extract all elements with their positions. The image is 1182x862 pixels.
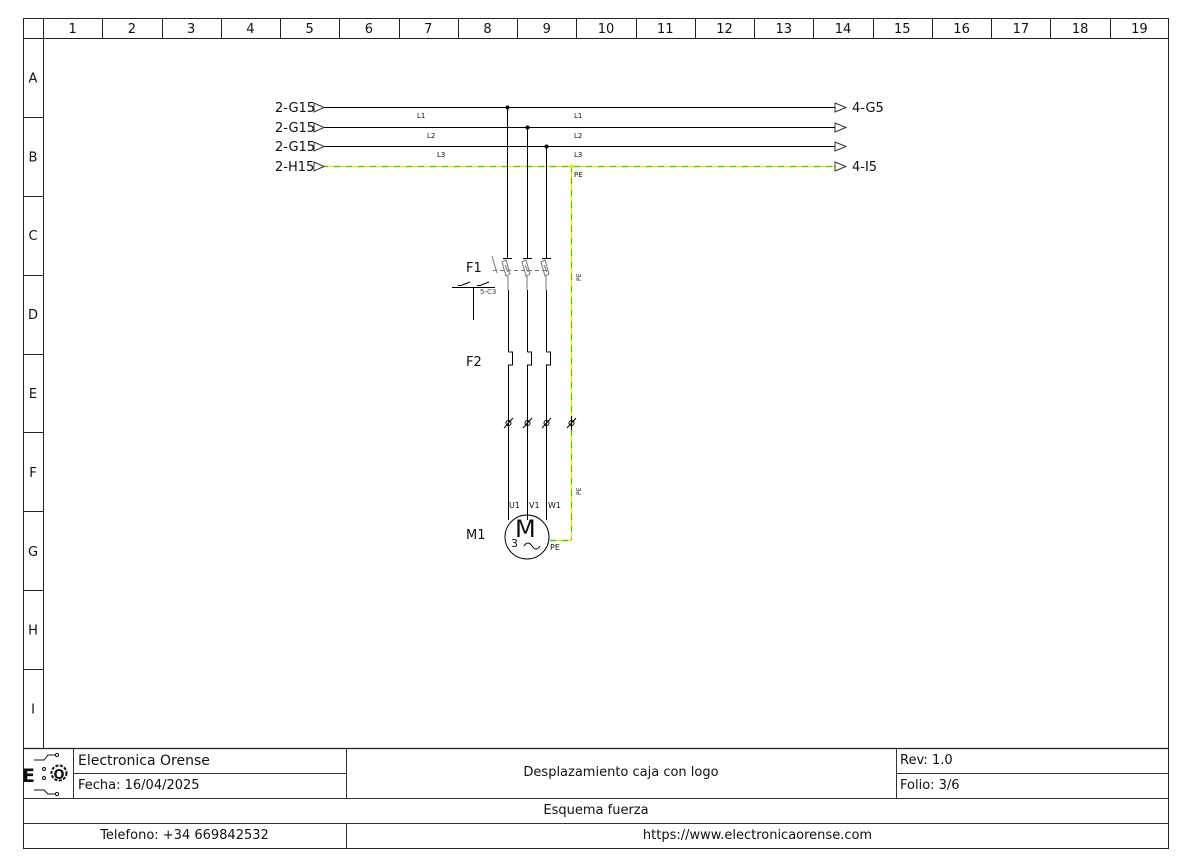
phase-drops [503, 107, 551, 259]
column-label-9: 9 [543, 22, 551, 37]
column-label-5: 5 [306, 22, 314, 37]
svg-text:E: E [22, 765, 35, 787]
column-label-18: 18 [1072, 22, 1089, 37]
row-label-F: F [29, 466, 36, 481]
f1-crossref[interactable]: 5-C3 [480, 288, 497, 296]
incoming-ref-l2[interactable]: 2-G15 [275, 121, 316, 136]
drawing-frame [23, 18, 1169, 849]
outgoing-ref-pe[interactable]: 4-I5 [852, 160, 878, 175]
column-label-13: 13 [776, 22, 793, 37]
column-label-4: 4 [246, 22, 254, 37]
wire-label-l2-left: L2 [427, 132, 436, 140]
pe-wire [322, 165, 835, 542]
row-dividers [23, 117, 43, 670]
row-label-A: A [29, 71, 38, 86]
row-label-H: H [28, 624, 38, 639]
pe-junction-dot [569, 164, 574, 169]
row-labels: A B C D E F G H I [28, 71, 38, 717]
terminal-symbols [503, 416, 577, 430]
column-label-15: 15 [894, 22, 911, 37]
column-label-16: 16 [953, 22, 970, 37]
bus-wires [322, 107, 835, 147]
junction-dots [505, 105, 549, 149]
pe-label-vertical-1: PE [576, 273, 583, 281]
motor-m1-symbol [504, 514, 550, 560]
wire-label-l1-right: L1 [574, 112, 583, 120]
m1-symbol-letter: M [515, 515, 536, 543]
column-label-1: 1 [68, 22, 76, 37]
company-logo-icon: E O [22, 752, 68, 797]
column-label-2: 2 [128, 22, 136, 37]
f1-tag[interactable]: F1 [466, 261, 482, 276]
title-block-lines [23, 748, 1169, 848]
incoming-ref-l1[interactable]: 2-G15 [275, 101, 316, 116]
outgoing-ref-l1[interactable]: 4-G5 [852, 101, 884, 116]
m1-terminal-v1: V1 [529, 501, 540, 510]
column-label-8: 8 [483, 22, 491, 37]
column-label-11: 11 [657, 22, 674, 37]
wire-label-l3-right: L3 [574, 151, 583, 159]
phone: Telefono: +34 669842532 [100, 828, 269, 843]
pe-label-vertical-2: PE [576, 487, 583, 495]
row-label-I: I [31, 703, 35, 718]
pe-label-junction: PE [574, 171, 583, 179]
m1-tag[interactable]: M1 [466, 528, 486, 543]
row-label-G: G [28, 545, 38, 560]
f1-aux-contacts [452, 281, 495, 320]
column-label-10: 10 [598, 22, 615, 37]
column-label-7: 7 [424, 22, 432, 37]
incoming-arrows [313, 102, 326, 172]
column-label-6: 6 [365, 22, 373, 37]
m1-phase-count: 3 [511, 537, 518, 550]
m1-terminal-pe: PE [550, 543, 560, 552]
column-label-14: 14 [835, 22, 852, 37]
drawing-date: Fecha: 16/04/2025 [78, 778, 200, 793]
incoming-ref-l3[interactable]: 2-G15 [275, 140, 316, 155]
revision: Rev: 1.0 [900, 753, 953, 768]
m1-terminal-u1: U1 [509, 501, 520, 510]
row-label-C: C [28, 229, 37, 244]
wire-label-l2-right: L2 [574, 132, 583, 140]
f1-breaker-symbol [491, 255, 550, 290]
wire-label-l3-left: L3 [437, 151, 446, 159]
column-dividers [102, 18, 1111, 38]
phase-wires-lower [508, 290, 551, 520]
column-label-17: 17 [1013, 22, 1030, 37]
sheet-title: Esquema fuerza [543, 803, 649, 818]
row-label-B: B [29, 150, 38, 165]
column-label-12: 12 [716, 22, 733, 37]
f2-tag[interactable]: F2 [466, 355, 482, 370]
website-link[interactable]: https://www.electronicaorense.com [642, 828, 873, 843]
company-name: Electronica Orense [78, 753, 210, 769]
folio: Folio: 3/6 [900, 778, 960, 793]
project-title: Desplazamiento caja con logo [523, 765, 719, 780]
m1-terminal-w1: W1 [548, 501, 561, 510]
svg-text:O: O [54, 768, 65, 783]
incoming-ref-pe[interactable]: 2-H15 [275, 160, 315, 175]
wire-label-l1-left: L1 [417, 112, 426, 120]
row-label-D: D [28, 308, 38, 323]
row-label-E: E [29, 387, 37, 402]
outgoing-arrows [834, 102, 848, 172]
column-label-3: 3 [187, 22, 195, 37]
column-label-19: 19 [1131, 22, 1148, 37]
